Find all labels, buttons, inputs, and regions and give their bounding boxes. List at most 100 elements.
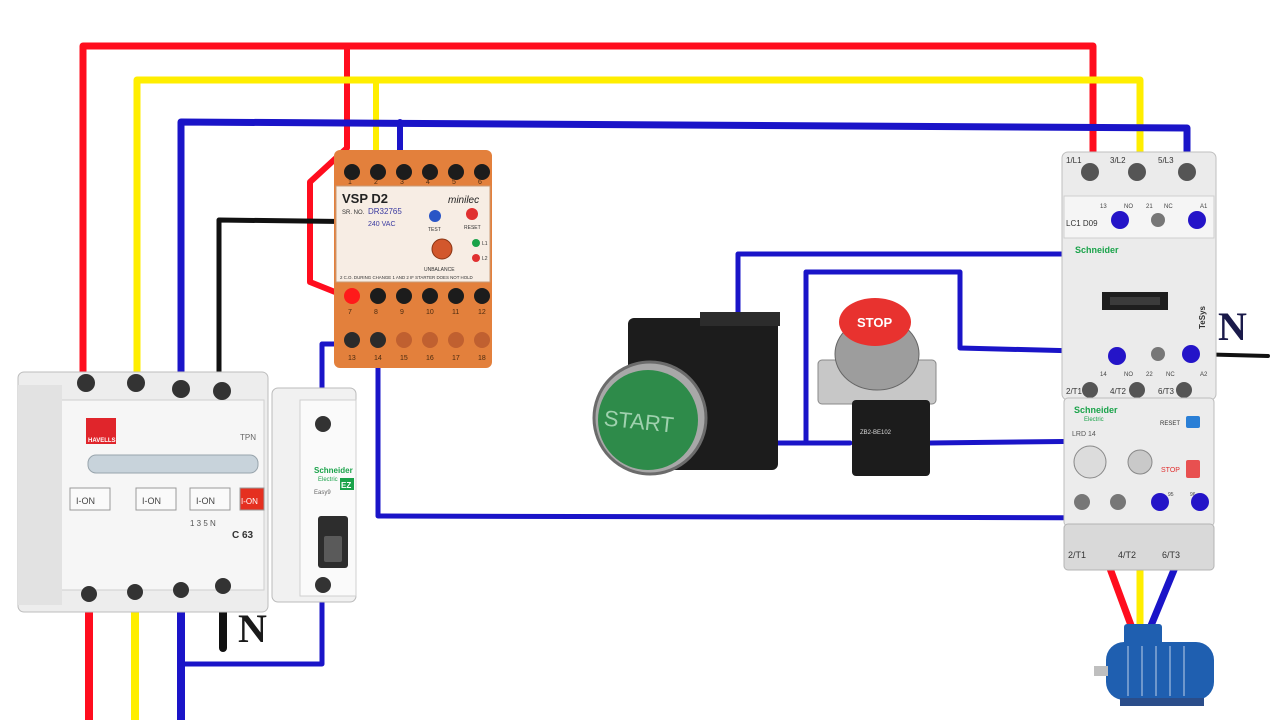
- terminal-label: 2/T1: [1066, 387, 1083, 396]
- relay-terminal-8[interactable]: [370, 288, 386, 304]
- single-pole-mcb[interactable]: Schneider Electric Easy9 EZ: [271, 387, 357, 603]
- relay-terminal-14[interactable]: [370, 332, 386, 348]
- test-button[interactable]: [429, 210, 441, 222]
- terminal-screw[interactable]: [1151, 347, 1165, 361]
- relay-terminal-label: 16: [426, 355, 434, 362]
- aux-label: NO: [1124, 372, 1133, 378]
- terminal-screw[interactable]: [215, 578, 231, 594]
- mcb4-pole-label-2: I-ON: [142, 496, 161, 506]
- relay-terminal-9[interactable]: [396, 288, 412, 304]
- terminal-screw[interactable]: [1129, 382, 1145, 398]
- overload-reset-button[interactable]: [1186, 416, 1200, 428]
- terminal-screw[interactable]: [1128, 163, 1146, 181]
- terminal-95[interactable]: [1151, 493, 1169, 511]
- mcb4-rating: C 63: [232, 530, 254, 541]
- unbalance-knob[interactable]: [431, 238, 453, 260]
- relay-reset-label: RESET: [464, 225, 481, 231]
- terminal-screw[interactable]: [1082, 382, 1098, 398]
- terminal-screw[interactable]: [1110, 494, 1126, 510]
- start-button-face[interactable]: [598, 370, 698, 470]
- terminal-label: 1/L1: [1066, 156, 1082, 165]
- terminal-screw[interactable]: [127, 584, 143, 600]
- stop-button-face[interactable]: [839, 298, 911, 346]
- relay-note: 2 C.O. DURING CHANGE 1 AND 2 IF STARTER …: [340, 275, 473, 280]
- relay-terminal-16[interactable]: [422, 332, 438, 348]
- overload-stop-label: STOP: [1161, 467, 1180, 474]
- relay-terminal-11[interactable]: [448, 288, 464, 304]
- reset-button[interactable]: [466, 208, 478, 220]
- relay-terminal-15[interactable]: [396, 332, 412, 348]
- contactor-brand: Schneider: [1075, 245, 1119, 255]
- relay-terminal-5[interactable]: [448, 164, 464, 180]
- terminal-screw[interactable]: [315, 416, 331, 432]
- terminal-label: 2/T1: [1068, 550, 1086, 560]
- stop-label: STOP: [857, 315, 892, 330]
- terminal-14[interactable]: [1108, 347, 1126, 365]
- relay-terminal-label: 7: [348, 309, 352, 316]
- terminal-screw[interactable]: [77, 374, 95, 392]
- relay-terminal-label: 12: [478, 309, 486, 316]
- stop-push-button[interactable]: ZB2-BE102 STOP: [817, 298, 937, 476]
- start-push-button[interactable]: START: [592, 312, 780, 476]
- terminal-a2[interactable]: [1182, 345, 1200, 363]
- aux-label: NC: [1164, 204, 1173, 210]
- terminal-label: 4/T2: [1118, 550, 1136, 560]
- relay-terminal-1[interactable]: [344, 164, 360, 180]
- overload-relay[interactable]: Schneider Electric RESET LRD 14 STOP 95 …: [1063, 397, 1215, 571]
- relay-l2-label: L2: [482, 256, 488, 262]
- overload-bottom-labels: 2/T1 4/T2 6/T3: [1068, 550, 1180, 560]
- terminal-screw[interactable]: [315, 577, 331, 593]
- relay-terminal-2[interactable]: [370, 164, 386, 180]
- relay-terminal-label: 11: [452, 309, 459, 316]
- terminal-label: 4/T2: [1110, 387, 1127, 396]
- relay-terminal-10[interactable]: [422, 288, 438, 304]
- aux-label: 22: [1146, 372, 1153, 378]
- terminal-screw[interactable]: [1178, 163, 1196, 181]
- mcb4-side: [18, 385, 62, 605]
- relay-terminal-12[interactable]: [474, 288, 490, 304]
- contact-95-label: 95: [1168, 492, 1174, 498]
- terminal-96[interactable]: [1191, 493, 1209, 511]
- wires: [79, 42, 1270, 720]
- terminal-screw[interactable]: [1074, 494, 1090, 510]
- terminal-screw[interactable]: [81, 586, 97, 602]
- motor-fins: [1127, 646, 1185, 696]
- overload-dial[interactable]: [1073, 445, 1107, 479]
- relay-terminal-6[interactable]: [474, 164, 490, 180]
- relay-terminal-18[interactable]: [474, 332, 490, 348]
- three-phase-motor[interactable]: [1094, 624, 1214, 706]
- relay-test-label: TEST: [428, 227, 441, 233]
- aux-label: A1: [1200, 204, 1208, 210]
- terminal-screw[interactable]: [172, 380, 190, 398]
- terminal-screw[interactable]: [213, 382, 231, 400]
- overload-reset-label: RESET: [1160, 421, 1180, 427]
- start-block-ridge: [700, 312, 780, 326]
- wire-l1-to-relay: [307, 43, 353, 301]
- terminal-screw[interactable]: [1176, 382, 1192, 398]
- relay-terminal-3[interactable]: [396, 164, 412, 180]
- relay-terminal-17[interactable]: [448, 332, 464, 348]
- terminal-a1[interactable]: [1188, 211, 1206, 229]
- four-pole-mcb[interactable]: I-ON I-ON I-ON I-ON HAVELLS TPN 1 3 5 N …: [17, 371, 269, 613]
- terminal-screw[interactable]: [1081, 163, 1099, 181]
- mcb1-brand: Schneider: [314, 466, 353, 475]
- mcb4-top-terminals: [77, 374, 231, 400]
- mcb1-toggle-lever: [324, 536, 342, 562]
- contactor-aux-top-labels: 13 NO 21 NC A1: [1100, 204, 1208, 210]
- relay-terminal-7[interactable]: [344, 288, 360, 304]
- terminal-screw[interactable]: [173, 582, 189, 598]
- contactor-aux-bottom-labels: 14 NO 22 NC A2: [1100, 372, 1208, 378]
- mcb4-pole-label-1: I-ON: [76, 496, 95, 506]
- terminal-screw[interactable]: [127, 374, 145, 392]
- relay-model: VSP D2: [342, 191, 388, 206]
- mcb4-handle-bar[interactable]: [87, 454, 259, 474]
- overload-stop-button[interactable]: [1186, 460, 1200, 478]
- terminal-screw[interactable]: [1151, 213, 1165, 227]
- wire-l3-mcb-to-contactor: [177, 118, 1191, 384]
- terminal-13[interactable]: [1111, 211, 1129, 229]
- relay-terminal-13[interactable]: [344, 332, 360, 348]
- contactor[interactable]: LC1 D09 Schneider TeSys 1/L1 3/L2 5/L3 1…: [1061, 151, 1217, 401]
- relay-terminal-4[interactable]: [422, 164, 438, 180]
